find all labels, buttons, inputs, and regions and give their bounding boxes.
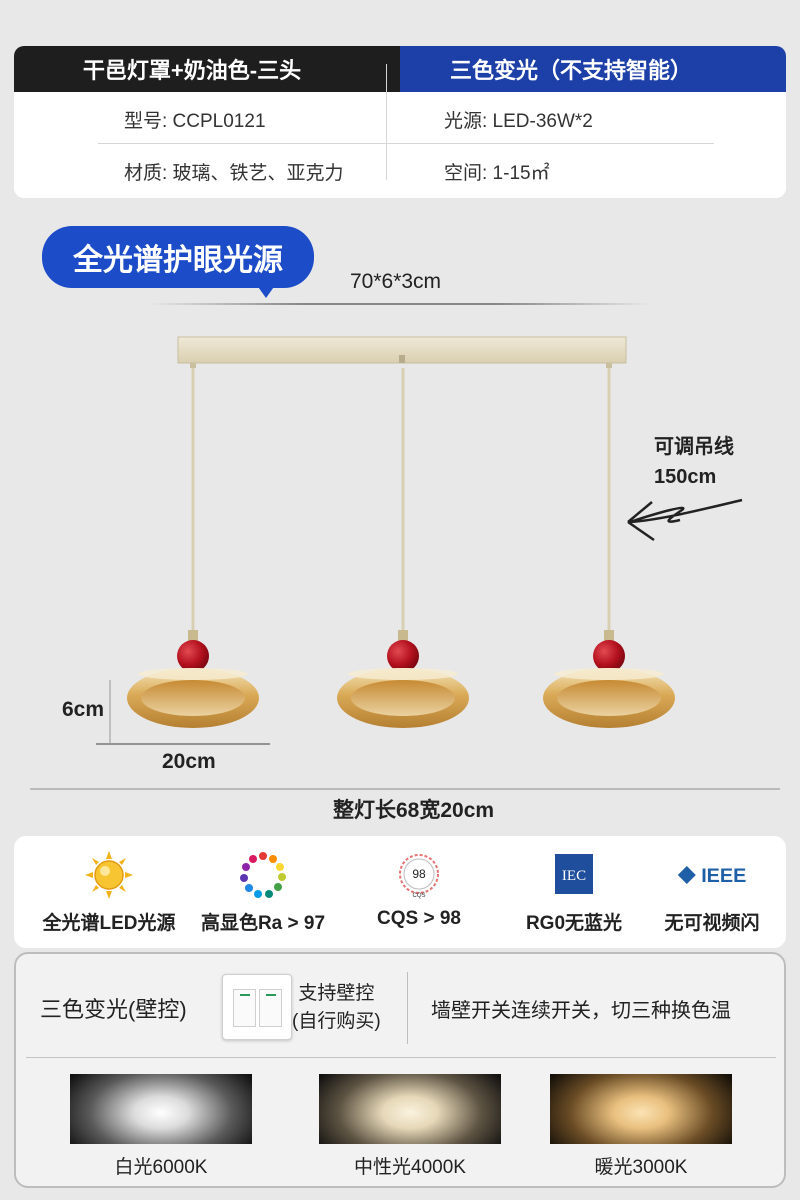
divider	[26, 1057, 776, 1058]
svg-text:CQS: CQS	[412, 893, 425, 899]
material-text: 材质: 玻璃、铁艺、亚克力	[124, 162, 344, 184]
svg-text:IEC: IEC	[562, 868, 586, 884]
cable-label-line1: 可调吊线	[654, 436, 734, 458]
feature-high-cri: 高显色Ra > 97	[188, 836, 338, 948]
wall-switch-image	[222, 974, 292, 1040]
swatch-label: 白光6000K	[114, 1157, 208, 1178]
feature-label: 全光谱LED光源	[42, 913, 176, 934]
model-text: 型号: CCPL0121	[124, 110, 266, 132]
iec-logo-icon: IEC	[555, 854, 593, 894]
switch-key	[233, 989, 256, 1027]
cable-length-label: 可调吊线 150cm	[654, 432, 734, 492]
top-dimension-label: 70*6*3cm	[350, 270, 442, 293]
feature-label: RG0无蓝光	[525, 913, 623, 934]
svg-text:98: 98	[412, 867, 426, 881]
width-dimension-label: 20cm	[162, 750, 216, 773]
feature-label: 无可视频闪	[664, 913, 760, 934]
switch-title: 三色变光(壁控)	[40, 997, 187, 1022]
pendant-lamp-illustration	[30, 336, 780, 790]
pendant-3	[543, 630, 675, 728]
spec-card: 干邑灯罩+奶油色-三头 三色变光（不支持智能） 型号: CCPL0121 光源:…	[14, 46, 786, 198]
spec-row-2: 材质: 玻璃、铁艺、亚克力 空间: 1-15㎡	[14, 146, 786, 196]
swatch-neutral-light	[319, 1074, 501, 1144]
space-text: 空间: 1-15㎡	[444, 162, 550, 184]
feature-no-flicker: IEEE 无可视频闪	[632, 836, 792, 948]
support-line2: (自行购买)	[292, 1011, 381, 1032]
light-source-text: 光源: LED-36W*2	[444, 110, 593, 132]
swatch-white-light	[70, 1074, 252, 1144]
cqs-badge-icon: 98 CQS	[399, 854, 439, 899]
switch-description: 墙壁开关连续开关，切三种换色温	[431, 1000, 731, 1022]
badge-tail	[256, 284, 276, 298]
cable-label-line2: 150cm	[654, 466, 717, 488]
total-dimension-label: 整灯长68宽20cm	[333, 799, 495, 822]
spec-title-left: 干邑灯罩+奶油色-三头	[14, 46, 400, 92]
support-line1: 支持壁控	[298, 983, 375, 1004]
ieee-logo-icon: IEEE	[677, 865, 746, 887]
color-wheel-icon	[240, 852, 286, 898]
vertical-divider	[386, 64, 387, 180]
feature-label: CQS > 98	[377, 908, 461, 929]
spec-header: 干邑灯罩+奶油色-三头 三色变光（不支持智能）	[14, 46, 786, 92]
full-spectrum-badge: 全光谱护眼光源	[42, 226, 314, 288]
switch-key	[259, 989, 282, 1027]
color-switch-card: 三色变光(壁控) 支持壁控 (自行购买) 墙壁开关连续开关，切三种换色温 白光6…	[14, 952, 786, 1188]
feature-rg0: IEC RG0无蓝光	[499, 836, 649, 948]
pendant-2	[337, 630, 469, 728]
sun-icon	[85, 851, 133, 899]
dimension-line	[150, 303, 650, 305]
feature-cqs: 98 CQS CQS > 98	[344, 836, 494, 948]
features-card: 全光谱LED光源 高显色Ra > 97 98 CQS CQS > 98 IEC …	[14, 836, 786, 948]
swatch-label: 暖光3000K	[594, 1157, 688, 1178]
wall-control-note: 支持壁控 (自行购买)	[292, 980, 381, 1036]
swatch-warm-light	[550, 1074, 732, 1144]
height-dimension-label: 6cm	[62, 698, 105, 721]
divider	[98, 143, 714, 144]
feature-label: 高显色Ra > 97	[200, 913, 326, 934]
vertical-divider	[407, 972, 408, 1044]
svg-text:IEEE: IEEE	[701, 865, 746, 887]
spec-title-right: 三色变光（不支持智能）	[400, 46, 786, 92]
swatch-label: 中性光4000K	[354, 1157, 466, 1178]
spec-row-1: 型号: CCPL0121 光源: LED-36W*2	[14, 94, 786, 144]
feature-full-spectrum: 全光谱LED光源	[34, 836, 184, 948]
pendant-1	[127, 630, 259, 728]
